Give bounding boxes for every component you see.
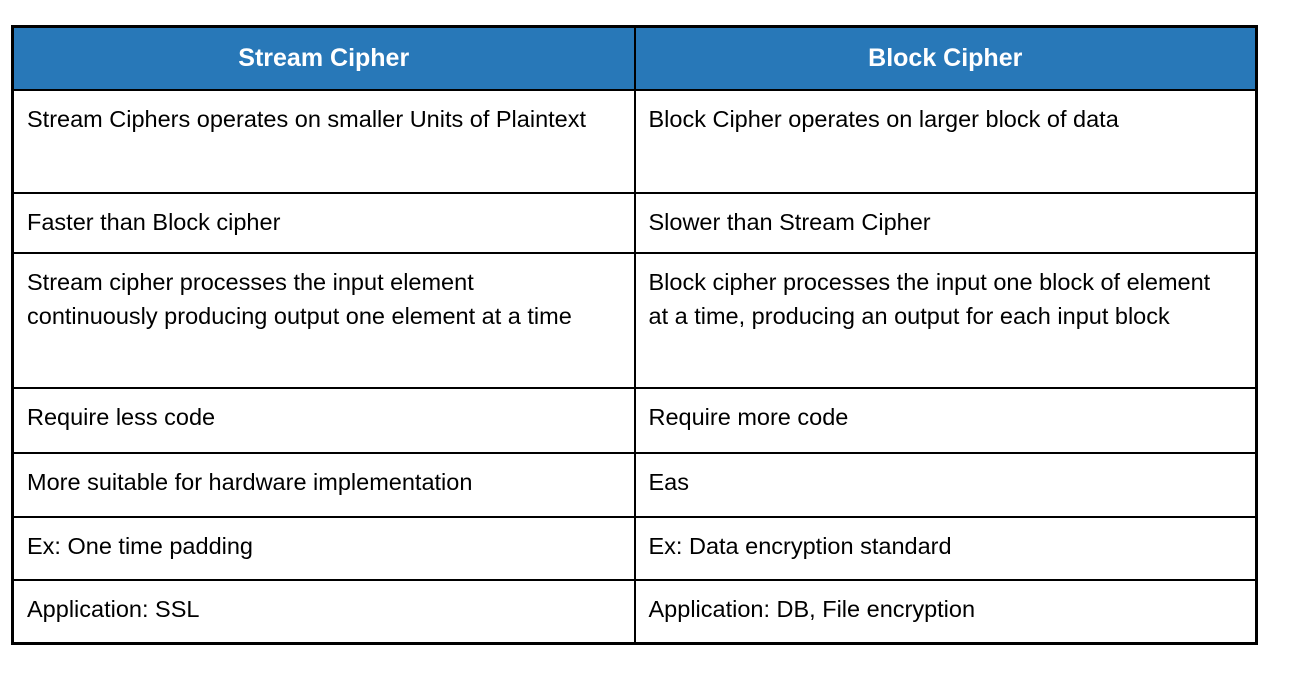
table-row: Require less code Require more code bbox=[11, 387, 1258, 454]
table-row: Application: SSL Application: DB, File e… bbox=[11, 579, 1258, 645]
stream-cipher-cell: Stream cipher processes the input elemen… bbox=[11, 252, 636, 389]
block-cipher-cell: Application: DB, File encryption bbox=[633, 579, 1258, 645]
table-row: Stream cipher processes the input elemen… bbox=[11, 252, 1258, 389]
stream-cipher-cell: More suitable for hardware implementatio… bbox=[11, 452, 636, 518]
stream-cipher-cell: Ex: One time padding bbox=[11, 516, 636, 581]
table-row: Stream Ciphers operates on smaller Units… bbox=[11, 89, 1258, 194]
block-cipher-cell: Block cipher processes the input one blo… bbox=[633, 252, 1258, 389]
block-cipher-cell: Block Cipher operates on larger block of… bbox=[633, 89, 1258, 194]
header-row: Stream Cipher Block Cipher bbox=[11, 25, 1258, 91]
table-row: Ex: One time padding Ex: Data encryption… bbox=[11, 516, 1258, 581]
table-row: Faster than Block cipher Slower than Str… bbox=[11, 192, 1258, 254]
block-cipher-header: Block Cipher bbox=[633, 25, 1258, 91]
stream-cipher-cell: Stream Ciphers operates on smaller Units… bbox=[11, 89, 636, 194]
block-cipher-cell: Eas bbox=[633, 452, 1258, 518]
table-row: More suitable for hardware implementatio… bbox=[11, 452, 1258, 518]
cipher-comparison-table: Stream Cipher Block Cipher Stream Cipher… bbox=[11, 25, 1258, 645]
block-cipher-cell: Ex: Data encryption standard bbox=[633, 516, 1258, 581]
block-cipher-cell: Slower than Stream Cipher bbox=[633, 192, 1258, 254]
stream-cipher-cell: Faster than Block cipher bbox=[11, 192, 636, 254]
stream-cipher-cell: Application: SSL bbox=[11, 579, 636, 645]
stream-cipher-cell: Require less code bbox=[11, 387, 636, 454]
block-cipher-cell: Require more code bbox=[633, 387, 1258, 454]
stream-cipher-header: Stream Cipher bbox=[11, 25, 636, 91]
